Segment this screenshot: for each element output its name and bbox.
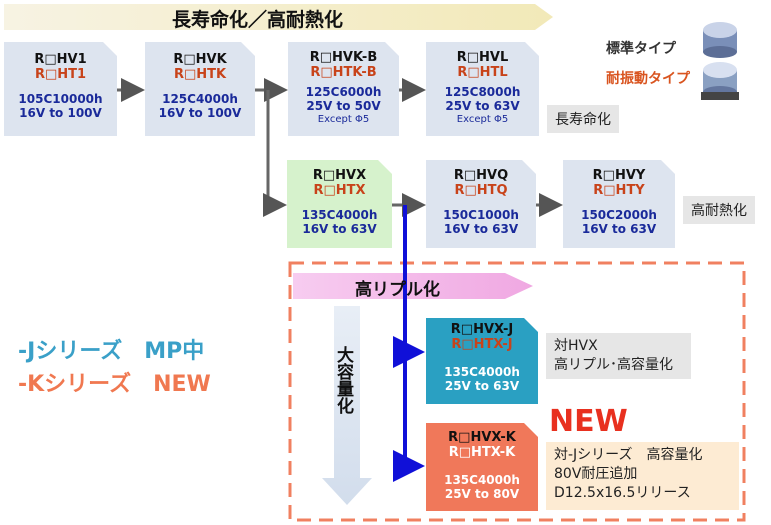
card-hvkb-name-vib: R□HTK-B — [310, 64, 377, 80]
card-hvx-voltage: 16V to 63V — [302, 221, 377, 236]
banner-title: 長寿命化／高耐熱化 — [172, 9, 344, 31]
card-hvxj-life: 135C4000h — [444, 365, 520, 380]
card-hvk-name: R□HVK — [173, 52, 227, 67]
card-hvkb-name: R□HVK-B — [309, 50, 378, 65]
card-hvq-voltage: 16V to 63V — [443, 221, 519, 236]
card-hvxk-name: R□HVX-K — [448, 430, 516, 445]
desc-k-line-1: 対-Jシリーズ 高容量化 — [554, 447, 703, 463]
card-hvxj-voltage: 25V to 63V — [444, 378, 520, 393]
label-high-heat: 高耐熱化 — [683, 196, 755, 224]
card-hvl-life: 125C8000h — [444, 85, 521, 100]
card-hv1-name: R□HV1 — [34, 52, 87, 67]
card-hv1: R□HV1 R□HT1 105C10000h 16V to 100V — [4, 42, 117, 136]
card-hvl: R□HVL R□HTL 125C8000h 25V to 63V Except … — [426, 42, 539, 136]
card-hvl-note: Except Φ5 — [456, 113, 509, 125]
series-j-status: -Jシリーズ MP中 — [18, 339, 205, 364]
desc-k: 対-Jシリーズ 高容量化 80V耐圧追加 D12.5x16.5リリース — [546, 442, 739, 510]
card-hvl-name-vib: R□HTL — [457, 64, 508, 80]
card-hvq-name: R□HVQ — [453, 168, 509, 183]
desc-k-line-3: D12.5x16.5リリース — [554, 484, 691, 501]
card-hv1-life: 105C10000h — [18, 92, 103, 107]
card-hvxj: R□HVX-J R□HTX-J 135C4000h 25V to 63V — [426, 318, 538, 404]
card-hvq: R□HVQ R□HTQ 150C1000h 16V to 63V — [426, 160, 536, 248]
card-hv1-voltage: 16V to 100V — [19, 105, 102, 120]
card-hvxk-life: 135C4000h — [444, 473, 520, 488]
card-hv1-name-vib: R□HT1 — [34, 66, 87, 82]
label-high-ripple: 高リプル化 — [355, 280, 440, 300]
card-hvx-name: R□HVX — [312, 168, 367, 183]
desc-j-line-1: 対HVX — [554, 338, 598, 354]
card-hvkb: R□HVK-B R□HTK-B 125C6000h 25V to 50V Exc… — [288, 42, 399, 136]
card-hvy-name: R□HVY — [592, 168, 646, 183]
label-long-life: 長寿命化 — [547, 105, 619, 133]
card-hvk-name-vib: R□HTK — [173, 66, 227, 82]
card-hvl-name: R□HVL — [456, 50, 509, 65]
desc-j-line-2: 高リプル･高容量化 — [554, 356, 673, 373]
desc-k-line-2: 80V耐圧追加 — [554, 465, 638, 482]
card-hvx-life: 135C4000h — [301, 208, 378, 223]
card-hvkb-note: Except Φ5 — [317, 113, 370, 125]
desc-j: 対HVX 高リプル･高容量化 — [546, 333, 691, 379]
legend-standard: 標準タイプ — [606, 41, 676, 57]
new-badge: NEW — [549, 404, 628, 439]
card-hvx: R□HVX R□HTX 135C4000h 16V to 63V — [287, 160, 392, 248]
card-hvxk: R□HVX-K R□HTX-K 135C4000h 25V to 80V — [426, 423, 538, 511]
standard-capacitor-icon — [703, 22, 737, 58]
vibration-capacitor-icon — [701, 62, 739, 100]
card-hvkb-life: 125C6000h — [305, 85, 382, 100]
card-hvxk-name-vib: R□HTX-K — [448, 444, 516, 460]
card-hvxj-name: R□HVX-J — [450, 322, 514, 337]
card-hvxj-name-vib: R□HTX-J — [451, 336, 513, 352]
card-hvk: R□HVK R□HTK 125C4000h 16V to 100V — [145, 42, 255, 136]
card-hvk-voltage: 16V to 100V — [158, 105, 242, 120]
card-hvq-life: 150C1000h — [443, 208, 519, 223]
card-hvkb-voltage: 25V to 50V — [306, 98, 381, 113]
card-hvxk-voltage: 25V to 80V — [444, 486, 520, 501]
card-hvk-life: 125C4000h — [162, 92, 238, 107]
card-hvx-name-vib: R□HTX — [313, 182, 366, 198]
legend-vibration: 耐振動タイプ — [606, 71, 690, 87]
card-hvq-name-vib: R□HTQ — [454, 182, 508, 198]
card-hvy: R□HVY R□HTY 150C2000h 16V to 63V — [563, 160, 675, 248]
card-hvl-voltage: 25V to 63V — [445, 98, 520, 113]
card-hvy-name-vib: R□HTY — [593, 182, 645, 198]
card-hvy-life: 150C2000h — [581, 208, 657, 223]
series-k-status: -Kシリーズ NEW — [18, 372, 211, 397]
label-large-capacity: 大容量化 — [333, 346, 353, 414]
card-hvy-voltage: 16V to 63V — [581, 221, 657, 236]
